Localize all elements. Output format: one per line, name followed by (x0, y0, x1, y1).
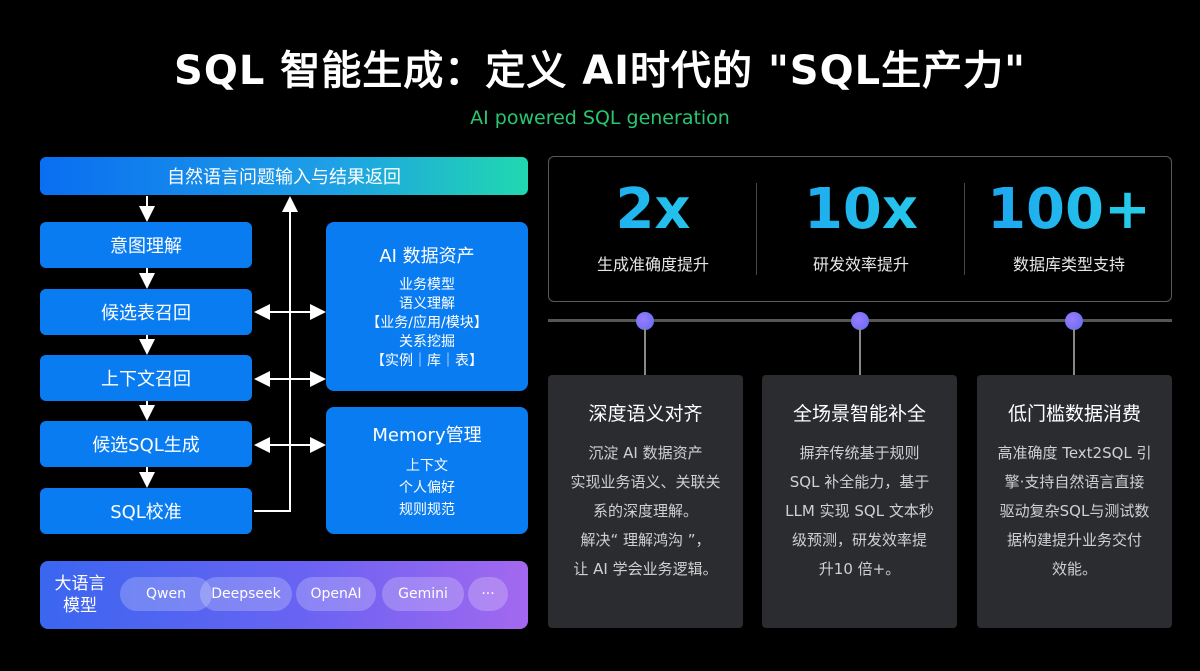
stat-divider (964, 183, 965, 275)
card-line: 高准确度 Text2SQL 引 (997, 444, 1152, 462)
stat-db-support: 100+ 数据库类型支持 (965, 157, 1173, 303)
page-subtitle: AI powered SQL generation (470, 107, 730, 129)
input-output-bar: 自然语言问题输入与结果返回 (40, 157, 528, 195)
card-line: 级预测，研发效率提 (791, 531, 927, 549)
model-chip-more: ··· (468, 577, 508, 611)
feature-card-consumption: 低门槛数据消费 高准确度 Text2SQL 引 擎·支持自然语言直接 驱动复杂S… (977, 375, 1172, 628)
ai-assets-line: 【业务/应用/模块】 (366, 315, 488, 331)
model-chip-deepseek: Deepseek (200, 577, 292, 611)
stat-label: 数据库类型支持 (1012, 255, 1125, 274)
timeline-dot (851, 312, 869, 330)
timeline-connector (859, 328, 861, 376)
step-sql-calibration: SQL校准 (40, 488, 252, 534)
card-title: 全场景智能补全 (792, 403, 926, 425)
ai-assets-line: 关系挖掘 (399, 334, 455, 350)
ai-assets-title: AI 数据资产 (379, 246, 475, 267)
step-context-recall: 上下文召回 (40, 355, 252, 401)
memory-line: 规则规范 (399, 501, 455, 518)
card-line: 效能。 (1051, 560, 1097, 578)
card-line: LLM 实现 SQL 文本秒 (785, 502, 934, 520)
stat-efficiency: 10x 研发效率提升 (757, 157, 965, 303)
feature-card-semantic: 深度语义对齐 沉淀 AI 数据资产 实现业务语义、关联关 系的深度理解。 解决“… (548, 375, 743, 628)
card-line: 沉淀 AI 数据资产 (588, 444, 703, 462)
memory-line: 个人偏好 (399, 479, 455, 496)
return-arrow (254, 196, 298, 512)
step-table-recall: 候选表召回 (40, 289, 252, 335)
card-line: 擎·支持自然语言直接 (1004, 473, 1145, 491)
stat-divider (756, 183, 757, 275)
ai-assets-line: 业务模型 (399, 277, 455, 293)
memory-box: Memory管理 上下文 个人偏好 规则规范 (326, 407, 528, 534)
card-body: 沉淀 AI 数据资产 实现业务语义、关联关 系的深度理解。 解决“ 理解鸿沟 ”… (560, 439, 731, 584)
card-line: 驱动复杂SQL与测试数 (999, 502, 1150, 520)
page-title: SQL 智能生成：定义 AI时代的 "SQL生产力" (174, 48, 1026, 94)
model-chip-gemini: Gemini (382, 577, 464, 611)
stat-value: 100+ (965, 177, 1173, 242)
card-line: 实现业务语义、关联关 (570, 473, 721, 491)
memory-line: 上下文 (406, 457, 448, 474)
stat-label: 研发效率提升 (812, 255, 909, 274)
model-chip-openai: OpenAI (296, 577, 376, 611)
llm-label-line: 大语言 (54, 574, 106, 594)
timeline-dot (636, 312, 654, 330)
card-body: 高准确度 Text2SQL 引 擎·支持自然语言直接 驱动复杂SQL与测试数 据… (989, 439, 1160, 584)
stat-value: 10x (757, 177, 965, 242)
card-line: SQL 补全能力，基于 (789, 473, 930, 491)
step-intent: 意图理解 (40, 222, 252, 268)
ai-assets-line: 语义理解 (399, 296, 455, 312)
card-line: 让 AI 学会业务逻辑。 (573, 560, 718, 578)
feature-card-completion: 全场景智能补全 摒弃传统基于规则 SQL 补全能力，基于 LLM 实现 SQL … (762, 375, 957, 628)
card-line: 据构建提升业务交付 (1006, 531, 1142, 549)
card-line: 解决“ 理解鸿沟 ”， (580, 531, 711, 549)
card-body: 摒弃传统基于规则 SQL 补全能力，基于 LLM 实现 SQL 文本秒 级预测，… (774, 439, 945, 584)
llm-label-line: 模型 (63, 596, 97, 616)
timeline-dot (1065, 312, 1083, 330)
card-line: 升10 倍+。 (818, 560, 901, 578)
model-chip-qwen: Qwen (120, 577, 212, 611)
card-title: 低门槛数据消费 (1007, 403, 1141, 425)
llm-bar: 大语言 模型 Qwen Deepseek OpenAI Gemini ··· (40, 561, 528, 629)
memory-title: Memory管理 (372, 424, 482, 446)
ai-assets-box: AI 数据资产 业务模型 语义理解 【业务/应用/模块】 关系挖掘 【实例｜库｜… (326, 222, 528, 391)
stats-panel: 2x 生成准确度提升 10x 研发效率提升 100+ 数据库类型支持 (548, 156, 1172, 302)
card-line: 系的深度理解。 (592, 502, 698, 520)
card-title: 深度语义对齐 (588, 403, 703, 425)
card-line: 摒弃传统基于规则 (799, 444, 920, 462)
ai-assets-line: 【实例｜库｜表】 (371, 353, 483, 369)
step-sql-generation: 候选SQL生成 (40, 421, 252, 467)
stat-value: 2x (549, 177, 757, 242)
llm-label: 大语言 模型 (50, 573, 110, 617)
timeline-connector (644, 328, 646, 376)
stat-accuracy: 2x 生成准确度提升 (549, 157, 757, 303)
timeline-connector (1073, 328, 1075, 376)
stat-label: 生成准确度提升 (596, 255, 709, 274)
